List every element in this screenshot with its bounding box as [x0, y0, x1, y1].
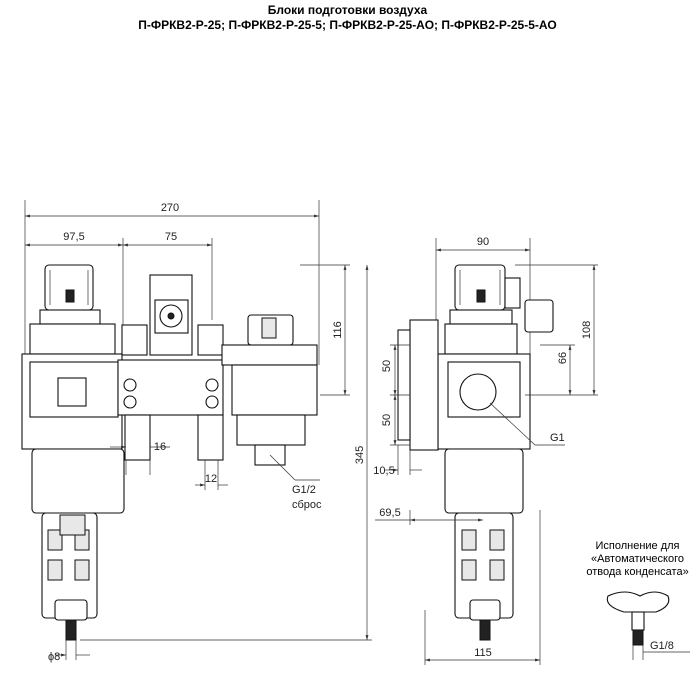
dim-10-5: 10,5 [373, 465, 394, 477]
port-sublabel-exhaust: сброс [292, 499, 322, 511]
dim-total-height: 345 [354, 446, 366, 464]
dim-50-lower: 50 [381, 414, 393, 426]
drawing-model-list: П-ФРКВ2-Р-25; П-ФРКВ2-Р-25-5; П-ФРКВ2-Р-… [138, 18, 557, 32]
drawing-title: Блоки подготовки воздуха [267, 3, 428, 17]
dim-left-width: 97,5 [63, 231, 84, 243]
port-label-g1-8: G1/8 [650, 640, 674, 652]
auto-drain-note: Исполнение для «Автоматического отвода к… [580, 540, 695, 579]
port-label-g1-2: G1/2 [292, 484, 316, 496]
dim-66: 66 [557, 352, 569, 364]
dim-69-5: 69,5 [379, 507, 400, 519]
dim-mid-width: 75 [165, 231, 177, 243]
dim-slot-16: 16 [154, 441, 166, 453]
dim-total-width: 270 [161, 202, 179, 214]
dim-115: 115 [474, 647, 492, 659]
port-label-g1: G1 [550, 432, 565, 444]
auto-drain-note-line1: Исполнение для [595, 540, 680, 552]
dim-upper-height: 116 [332, 321, 344, 339]
dim-slot-12: 12 [205, 473, 217, 485]
front-view: 270 97,5 75 116 345 [21, 200, 372, 663]
dim-diameter: ϕ8 [48, 651, 60, 663]
auto-drain-detail: G1/8 [606, 591, 690, 660]
dim-50-upper: 50 [381, 360, 393, 372]
auto-drain-note-line3: отвода конденсата» [586, 566, 689, 578]
side-view: 90 108 66 50 [373, 236, 598, 665]
dim-108: 108 [581, 321, 593, 339]
auto-drain-note-line2: «Автоматического [590, 553, 684, 565]
dim-top-width: 90 [477, 236, 489, 248]
